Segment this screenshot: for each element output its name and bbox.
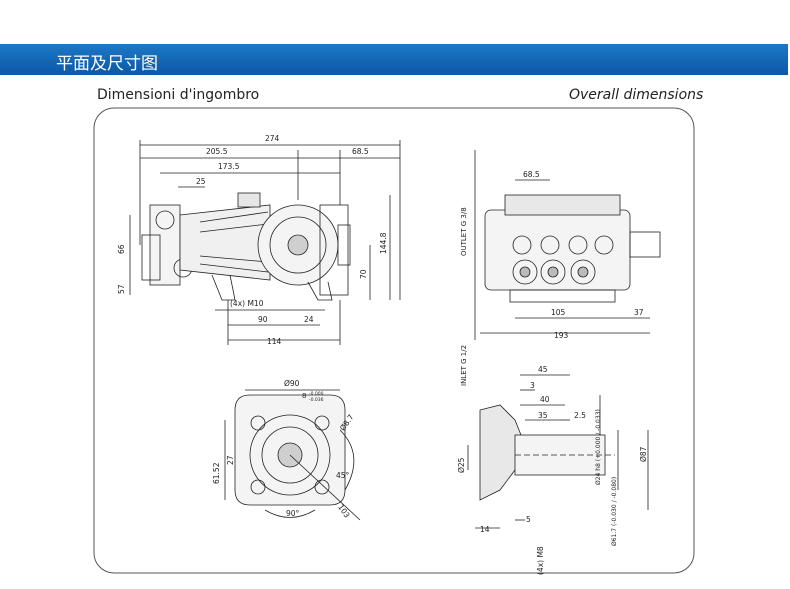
dim-40: 40	[540, 395, 550, 404]
flange-view	[224, 389, 361, 521]
tol-8: 8	[302, 392, 306, 400]
dim-25: 25	[196, 177, 206, 186]
dim-68-5-front: 68.5	[523, 170, 540, 179]
shaft-view	[467, 374, 649, 529]
dim-35: 35	[538, 411, 548, 420]
title-banner: 平面及尺寸图	[0, 44, 788, 75]
dim-90: 90	[258, 315, 268, 324]
dim-4x-m10: (4x) M10	[230, 299, 264, 308]
dim-24: 24	[304, 315, 314, 324]
dim-27: 27	[226, 455, 235, 465]
label-outlet: OUTLET G 3/8	[460, 207, 468, 256]
drawing-frame	[93, 107, 695, 574]
dim-70: 70	[359, 269, 368, 279]
tol-upper: -0.000	[309, 391, 324, 397]
dim-phi87: Ø87	[639, 446, 648, 462]
dim-193: 193	[554, 331, 569, 340]
label-inlet: INLET G 1/2	[460, 345, 468, 386]
dim-144-8: 144.8	[379, 232, 388, 254]
dim-173-5: 173.5	[218, 162, 240, 171]
dim-45: 45	[538, 365, 548, 374]
side-view	[129, 140, 401, 345]
tol-lower: -0.036	[309, 397, 324, 403]
dim-phi90: Ø90	[284, 379, 300, 388]
dim-66: 66	[117, 244, 126, 254]
banner-title: 平面及尺寸图	[56, 54, 158, 74]
front-view	[474, 150, 661, 340]
dim-2-5: 2.5	[574, 411, 586, 420]
dim-phi24-h8: Ø24 h8 (+0.000 / -0.033)	[595, 409, 602, 485]
dim-68-5-side: 68.5	[352, 147, 369, 156]
heading-italian: Dimensioni d'ingombro	[97, 87, 260, 103]
dim-4x-m8: (4x) M8	[536, 546, 545, 575]
dim-61-52: 61.52	[212, 462, 221, 484]
dim-phi61-7: Ø61.7 (-0.030 / -0.080)	[611, 477, 618, 546]
dim-57: 57	[117, 284, 126, 294]
dim-114: 114	[267, 337, 282, 346]
dim-3: 3	[530, 381, 535, 390]
dim-37: 37	[634, 308, 644, 317]
dim-90deg: 90°	[286, 509, 300, 518]
dim-103: 103	[336, 503, 352, 520]
dim-205-5: 205.5	[206, 147, 228, 156]
dim-14: 14	[480, 525, 490, 534]
dim-5: 5	[526, 515, 531, 524]
dim-274: 274	[265, 134, 280, 143]
heading-english: Overall dimensions	[569, 87, 704, 103]
dim-45deg: 45°	[336, 471, 350, 480]
dim-105: 105	[551, 308, 566, 317]
dim-phi25: Ø25	[457, 457, 466, 473]
